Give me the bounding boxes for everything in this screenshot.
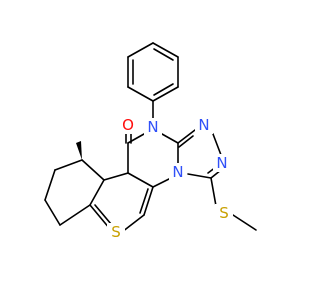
bond bbox=[152, 86, 179, 102]
bond bbox=[121, 214, 145, 233]
atom-label-n-triazole-top: N bbox=[198, 116, 209, 134]
bond bbox=[59, 204, 91, 226]
bond bbox=[81, 159, 105, 181]
label-backing bbox=[144, 118, 162, 136]
bond bbox=[44, 199, 61, 226]
atom-label-n-phenyl: N bbox=[147, 118, 158, 136]
label-backing bbox=[107, 223, 125, 241]
bond bbox=[89, 204, 111, 230]
molecule-structure-diagram: O N N N N S S bbox=[44, 42, 257, 241]
bond-double-inner bbox=[153, 48, 174, 61]
atom-label-oxygen: O bbox=[122, 116, 134, 134]
bond bbox=[152, 177, 172, 188]
atom-label-n-triazole-right: N bbox=[216, 154, 227, 172]
bonds-layer bbox=[44, 42, 257, 233]
bond bbox=[143, 186, 154, 216]
bond bbox=[127, 42, 154, 58]
label-backing bbox=[119, 116, 137, 134]
atom-label-s-methylthio: S bbox=[219, 204, 229, 222]
wedge-bond-methyl bbox=[76, 141, 82, 160]
molecule-svg: O N N N N S S bbox=[44, 42, 257, 241]
atom-label-n-bridge: N bbox=[172, 163, 183, 181]
atom-labels-layer: O N N N N S S bbox=[107, 116, 233, 241]
bond bbox=[127, 172, 154, 188]
bond bbox=[94, 204, 112, 225]
bond bbox=[212, 133, 222, 156]
bond-double-inner bbox=[153, 83, 174, 96]
atom-label-s-thiophene: S bbox=[111, 223, 121, 241]
label-backing bbox=[213, 154, 231, 172]
bond bbox=[187, 173, 212, 179]
bond bbox=[139, 188, 149, 214]
bond bbox=[89, 179, 105, 206]
bond bbox=[177, 129, 196, 144]
bond bbox=[44, 169, 56, 201]
bond bbox=[127, 86, 154, 102]
bond bbox=[103, 172, 129, 181]
bond bbox=[178, 135, 194, 148]
bond bbox=[161, 133, 179, 144]
bond bbox=[210, 177, 217, 207]
bond bbox=[54, 159, 83, 171]
bond bbox=[232, 214, 257, 231]
label-backing bbox=[195, 116, 213, 134]
bond bbox=[152, 42, 179, 58]
label-backing bbox=[169, 163, 187, 181]
label-backing bbox=[215, 204, 233, 222]
